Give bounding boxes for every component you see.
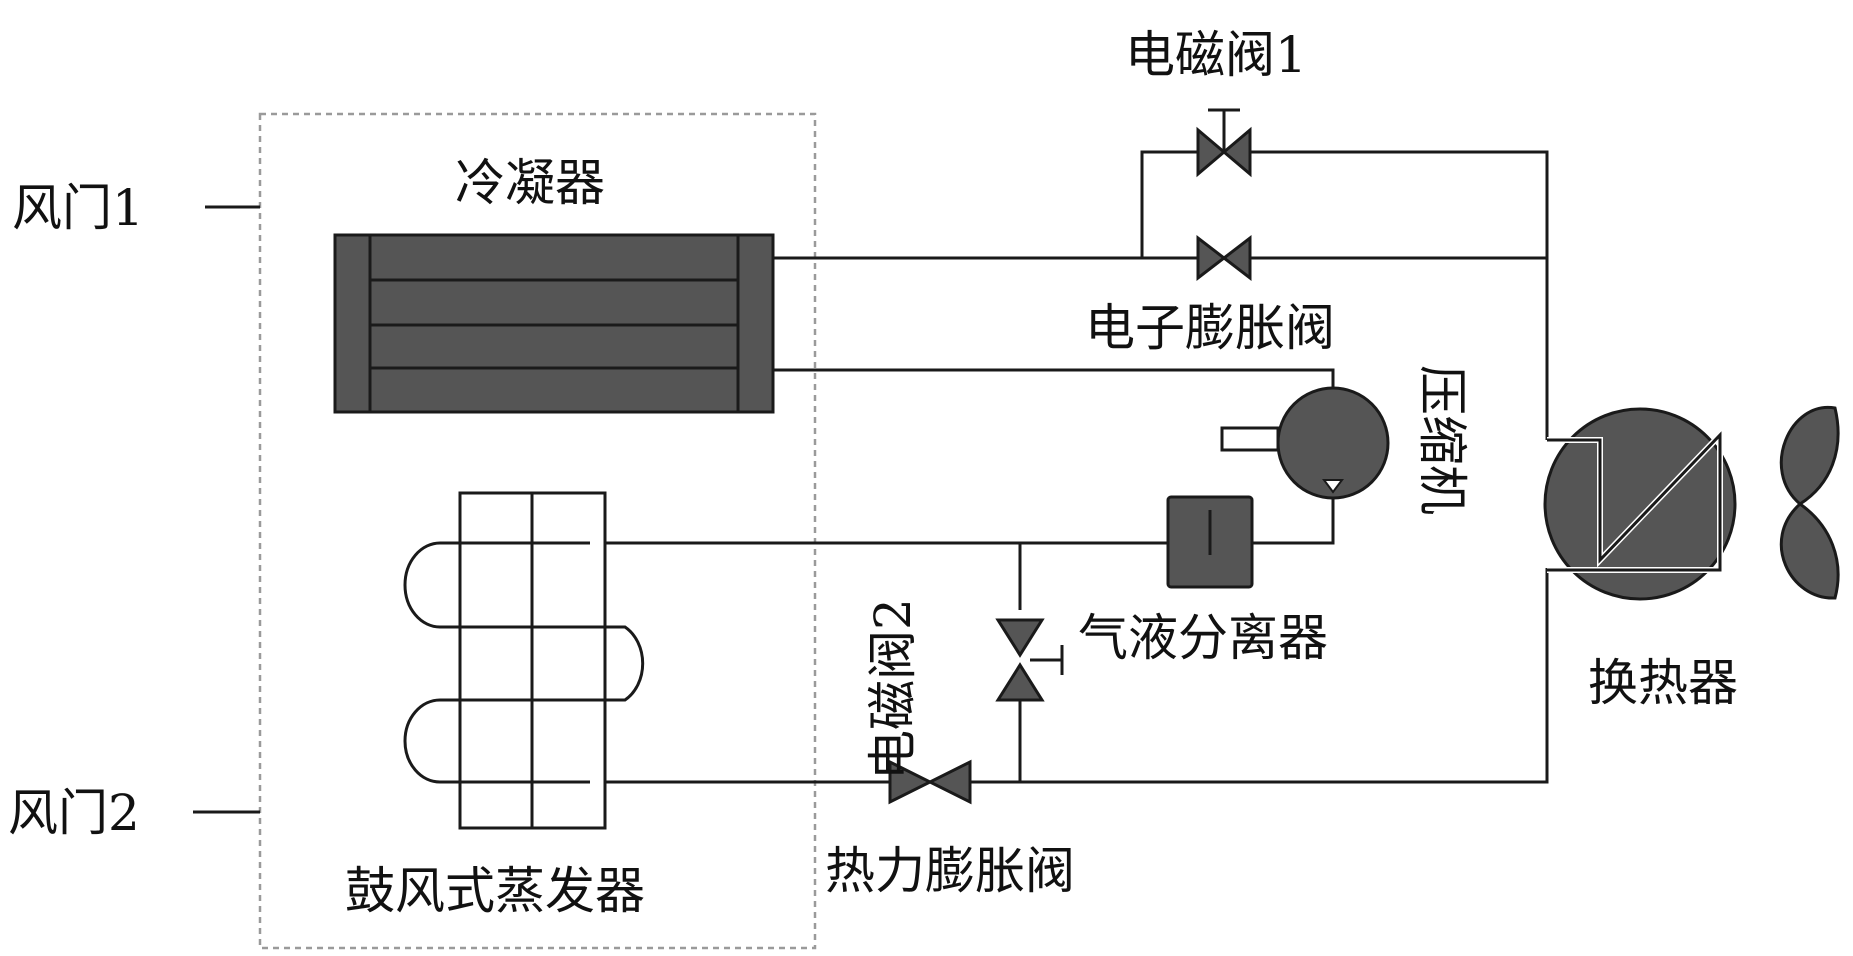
damper1-label: 风门1 [12,179,144,237]
gas-liquid-separator [1166,495,1254,589]
blower-evaporator [403,491,645,830]
compressor [1276,386,1390,500]
heat-exchanger-fan [1779,405,1840,600]
solenoid-valve-2 [995,618,1064,702]
blower-evaporator-label: 鼓风式蒸发器 [345,862,645,920]
solenoid-valve-1-label: 电磁阀1 [1125,26,1307,84]
gas-liquid-separator-label: 气液分离器 [1078,609,1328,667]
condenser-label: 冷凝器 [455,154,605,212]
condenser [333,233,775,414]
heat-exchanger [1543,407,1737,601]
solenoid-valve-2-label: 电磁阀2 [864,598,922,780]
heat-exchanger-label: 换热器 [1588,654,1738,712]
solenoid-valve-1 [1196,108,1252,178]
indoor-enclosure [258,112,817,950]
electronic-expansion-valve-label: 电子膨胀阀 [1085,299,1335,357]
damper2-label: 风门2 [8,784,140,842]
thermal-expansion-valve-label: 热力膨胀阀 [825,842,1075,900]
thermal-expansion-valve [888,759,972,805]
compressor-label: 压缩机 [1413,365,1471,515]
piping [590,150,1549,784]
electronic-expansion-valve [1196,234,1252,282]
